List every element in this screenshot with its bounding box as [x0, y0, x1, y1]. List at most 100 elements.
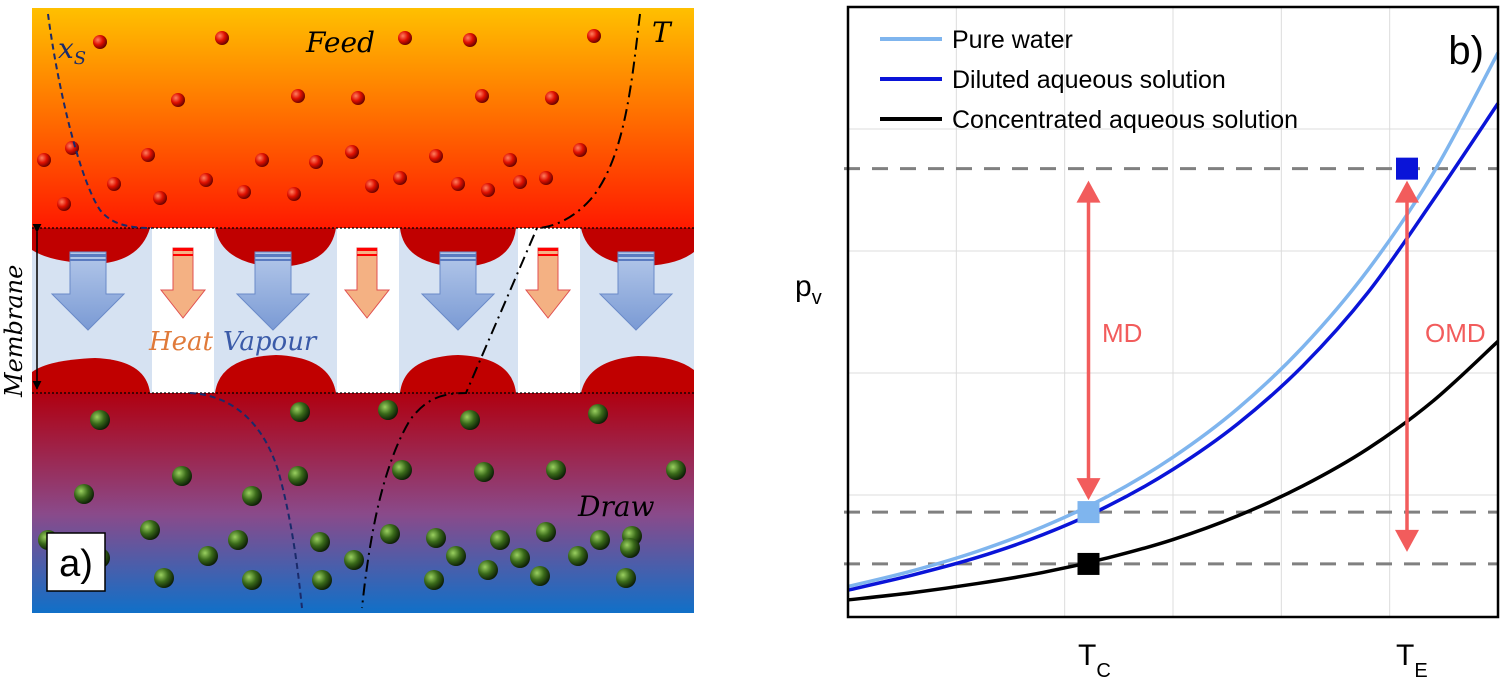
solute-particle: [478, 560, 498, 580]
solute-particle: [90, 410, 110, 430]
solute-particle: [228, 530, 248, 550]
legend-entry: Diluted aqueous solution: [880, 66, 1226, 94]
solute-particle: [536, 522, 556, 542]
legend-label: Pure water: [952, 26, 1073, 54]
feed-region: [32, 8, 694, 228]
solute-particle: [503, 153, 517, 167]
solute-particle: [446, 546, 466, 566]
legend-entry: Concentrated aqueous solution: [880, 106, 1298, 134]
solute-particle: [255, 153, 269, 167]
solute-particle: [513, 175, 527, 189]
panel-b-label: b): [1448, 29, 1484, 73]
solute-particle: [171, 93, 185, 107]
solute-particle: [154, 568, 174, 588]
reference-lines: [844, 167, 1498, 566]
vapour-arrow-icon: [235, 251, 311, 331]
draw-region: [32, 393, 694, 613]
conc-profile-label: xS: [58, 32, 86, 69]
solute-particle: [378, 400, 398, 420]
vapour-arrow-icon: [598, 251, 674, 331]
solute-particle: [199, 173, 213, 187]
heat-arrows: [159, 247, 572, 319]
draw-solutes: [38, 400, 686, 590]
solute-particle: [463, 33, 477, 47]
solute-particle: [620, 538, 640, 558]
solute-particle: [393, 171, 407, 185]
solute-particle: [539, 171, 553, 185]
solute-particle: [460, 410, 480, 430]
heat-label: Heat: [148, 327, 214, 357]
solute-particle: [510, 548, 530, 568]
solute-particle: [57, 197, 71, 211]
vapour-arrows: [50, 251, 674, 331]
solute-particle: [573, 143, 587, 157]
solute-particle: [309, 155, 323, 169]
concentration-profile-draw: [189, 392, 303, 609]
solute-particle: [153, 191, 167, 205]
solute-particle: [290, 402, 310, 422]
heat-arrow-icon: [343, 247, 391, 319]
membrane-bumps-top: [32, 228, 694, 267]
panel-a-membrane-schematic: xS T Feed Draw Heat Vapour Membrane a): [0, 8, 694, 613]
solute-particle: [588, 404, 608, 424]
solute-particle: [481, 183, 495, 197]
solute-particle: [345, 145, 359, 159]
series-line: [847, 339, 1500, 602]
solute-particle: [288, 466, 308, 486]
solute-particle: [474, 462, 494, 482]
solute-particle: [424, 570, 444, 590]
solute-particle: [587, 29, 601, 43]
solute-particle: [74, 484, 94, 504]
solute-particle: [344, 550, 364, 570]
membrane-bumps-bottom: [32, 355, 694, 393]
solute-particle: [242, 570, 262, 590]
solute-particle: [546, 460, 566, 480]
solute-particle: [237, 185, 251, 199]
solute-particle: [426, 528, 446, 548]
solute-particle: [93, 35, 107, 49]
plot-frame: [846, 5, 1500, 619]
solute-particle: [365, 179, 379, 193]
chart-grid: [848, 7, 1498, 617]
annotation-arrows: [1076, 180, 1419, 552]
solute-particle: [380, 524, 400, 544]
solute-particle: [568, 546, 588, 566]
legend-entry: Pure water: [880, 26, 1073, 54]
panel-a-label: a): [46, 532, 106, 592]
solute-particle: [141, 148, 155, 162]
series-lines: [847, 51, 1500, 602]
solute-particle: [616, 568, 636, 588]
solute-particle: [37, 153, 51, 167]
solute-particle: [545, 91, 559, 105]
annotation-arrow: [1076, 180, 1101, 501]
temperature-profile: [361, 13, 641, 609]
annotation-arrow: [1395, 180, 1419, 552]
solute-particle: [310, 532, 330, 552]
state-marker: [1077, 501, 1100, 524]
temperature-label: T: [652, 16, 673, 49]
solute-particle: [392, 460, 412, 480]
solute-particle: [172, 466, 192, 486]
solute-particle: [140, 520, 160, 540]
x-tick-label-tc: TC: [1078, 639, 1111, 682]
solute-particle: [490, 530, 510, 550]
vapour-arrow-icon: [420, 251, 496, 331]
legend-label: Diluted aqueous solution: [952, 66, 1226, 94]
draw-label: Draw: [577, 490, 655, 523]
series-line: [847, 51, 1500, 589]
state-marker: [1396, 157, 1418, 180]
solute-particle: [475, 89, 489, 103]
series-line: [847, 102, 1500, 592]
annotation-md-label: MD: [1102, 318, 1142, 348]
state-markers: [1077, 157, 1418, 575]
solute-particle: [666, 460, 686, 480]
vapour-label: Vapour: [223, 327, 318, 357]
feed-solutes: [37, 29, 601, 211]
solute-particle: [107, 177, 121, 191]
membrane-label: Membrane: [0, 265, 28, 398]
annotation-omd-label: OMD: [1425, 318, 1486, 348]
solute-particle: [198, 546, 218, 566]
